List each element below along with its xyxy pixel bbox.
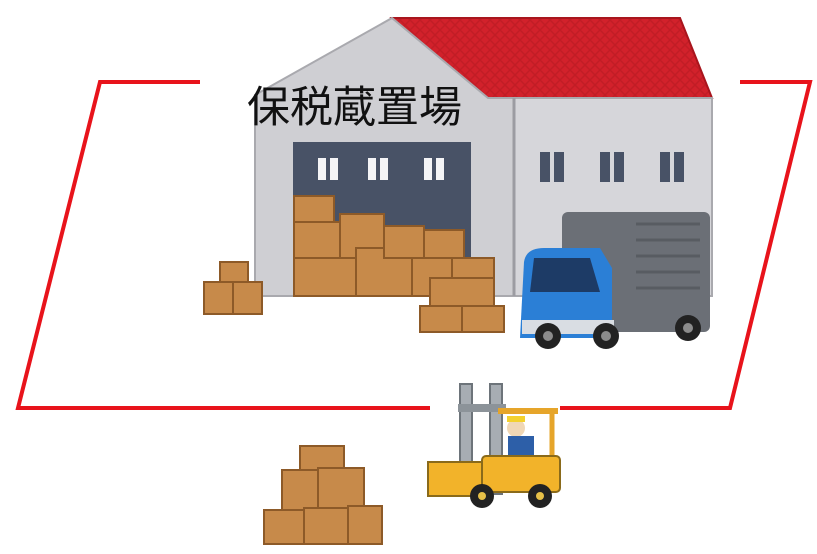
warehouse-illustration	[254, 16, 714, 297]
forklift-illustration	[427, 383, 561, 508]
red-frame	[15, 80, 813, 410]
truck-illustration	[520, 212, 710, 349]
box-stack-center	[419, 257, 505, 333]
box-stack-left	[203, 261, 263, 315]
title-label: 保税蔵置場	[247, 83, 462, 133]
cardboard-box-pile	[263, 445, 383, 545]
